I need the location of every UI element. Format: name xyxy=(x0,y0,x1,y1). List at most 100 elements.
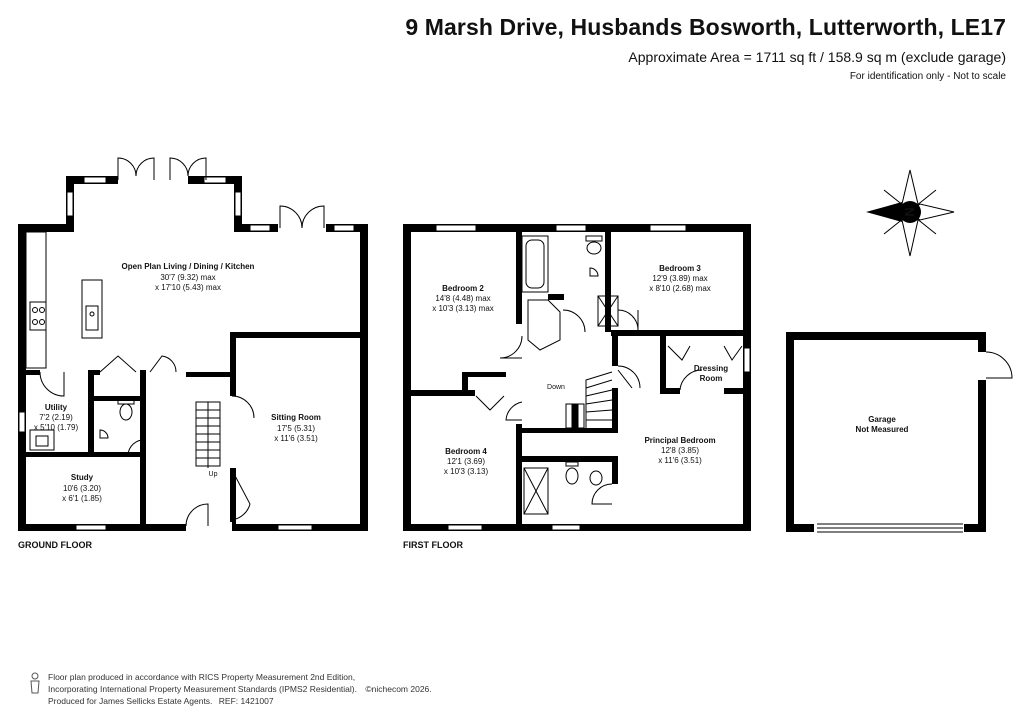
bedroom3-dim2: x 8'10 (2.68) max xyxy=(649,284,711,293)
compass: N xyxy=(866,169,955,257)
garden-door-2 xyxy=(301,205,325,229)
study-window xyxy=(75,524,107,531)
bed3-door xyxy=(617,309,639,331)
first-stairs-label: Down xyxy=(547,384,565,391)
dressing-west-wall xyxy=(660,336,666,394)
ensuite-door xyxy=(591,483,613,505)
dressing-line1: Dressing xyxy=(694,364,728,373)
sitting-room-north-wall xyxy=(230,332,368,338)
footer-ref: REF: 1421007 xyxy=(218,696,274,706)
stair-north-wall xyxy=(186,372,230,377)
footer-copyright: ©nichecom 2026. xyxy=(365,684,432,694)
study-door xyxy=(127,439,147,457)
footer-line3: Produced for James Sellicks Estate Agent… xyxy=(48,696,213,706)
bed2-window xyxy=(435,224,477,232)
garage-south-wall-east xyxy=(964,524,986,532)
bay-door-left-2 xyxy=(135,157,155,180)
utility-window xyxy=(18,411,26,433)
sitting-room-dim2: x 11'6 (3.51) xyxy=(274,434,318,443)
garage-labels: Garage Not Measured xyxy=(856,415,909,434)
ensuite-window xyxy=(551,524,581,531)
garage-line2: Not Measured xyxy=(856,425,909,434)
bedroom4-dim1: 12'1 (3.69) xyxy=(447,457,485,466)
kitchen-window xyxy=(249,224,271,232)
bedroom3-name: Bedroom 3 xyxy=(659,264,701,273)
sitting-room-name: Sitting Room xyxy=(271,413,321,422)
dressing-south-wall-west xyxy=(660,388,680,394)
bedroom2-dim2: x 10'3 (3.13) max xyxy=(432,304,494,313)
washing-machine-icon xyxy=(29,429,55,451)
windows xyxy=(18,176,751,531)
kitchen-window-2 xyxy=(333,224,355,232)
bed2-door xyxy=(499,335,523,359)
utility-dim2: x 5'10 (1.79) xyxy=(34,423,79,432)
cloakroom-fittings xyxy=(29,399,135,451)
study-north-wall xyxy=(18,452,146,457)
bed4-window xyxy=(447,524,483,531)
utility-north-wall xyxy=(18,370,40,375)
front-door-1 xyxy=(185,503,209,527)
first-west-wall xyxy=(403,224,411,531)
bed4-door xyxy=(505,401,523,421)
kitchen-island xyxy=(81,279,103,339)
sitting-door xyxy=(231,469,251,521)
footer-line1: Floor plan produced in accordance with R… xyxy=(48,672,356,682)
bed3-south-wall xyxy=(611,330,751,336)
footer-line2: Incorporating International Property Mea… xyxy=(48,684,357,694)
bathroom-fittings xyxy=(521,235,619,515)
bay-window-2 xyxy=(203,176,227,184)
dressing-south-wall-east xyxy=(724,388,751,394)
hall-door-1 xyxy=(99,355,137,373)
study-name: Study xyxy=(71,473,94,482)
garden-door-1 xyxy=(279,205,303,229)
door-swings xyxy=(39,157,1013,533)
sitting-window xyxy=(277,524,313,531)
bed4-east-wall xyxy=(516,424,522,531)
landing-south-wall xyxy=(522,428,618,433)
bed4-cupboard-door xyxy=(475,395,505,411)
footer-line3-row: Produced for James Sellicks Estate Agent… xyxy=(48,695,432,707)
garage-north-wall xyxy=(786,332,986,340)
study-dim2: x 6'1 (1.85) xyxy=(62,494,102,503)
bedroom4-dim2: x 10'3 (3.13) xyxy=(444,467,489,476)
principal-west-wall-upper xyxy=(612,336,618,366)
bed4-cupboard-top xyxy=(462,372,506,377)
open-plan-dim1: 30'7 (9.32) max xyxy=(160,273,215,282)
ensuite-east-wall xyxy=(612,456,618,484)
principal-west-wall-mid xyxy=(612,388,618,430)
sitting-door-2 xyxy=(231,395,255,419)
principal-dim1: 12'8 (3.85) xyxy=(661,446,699,455)
front-door-gap xyxy=(186,522,232,532)
dressing-window xyxy=(743,347,751,373)
garage-south-wall-west xyxy=(786,524,814,532)
first-east-wall xyxy=(743,224,751,531)
ensuite-shower-icon xyxy=(523,467,549,515)
principal-name: Principal Bedroom xyxy=(644,436,715,445)
compass-center xyxy=(899,201,921,223)
cloak-south-wall xyxy=(94,396,140,401)
hob-icon xyxy=(29,301,47,331)
ground-floor-label: GROUND FLOOR xyxy=(18,540,92,550)
first-floor-stairs xyxy=(565,371,613,429)
compass-letter: N xyxy=(902,207,917,216)
kitchen-fittings xyxy=(25,231,103,369)
sitting-room-dim1: 17'5 (5.31) xyxy=(277,424,315,433)
ground-floor-labels: Open Plan Living / Dining / Kitchen 30'7… xyxy=(34,262,321,503)
compass-diagonals xyxy=(883,189,937,235)
first-floor-label: FIRST FLOOR xyxy=(403,540,463,550)
open-plan-dim2: x 17'10 (5.43) max xyxy=(155,283,221,292)
garage-east-wall-lower xyxy=(978,380,986,532)
bath-door xyxy=(562,309,586,333)
hall-door-2 xyxy=(149,355,177,373)
shower-icon-bed3 xyxy=(597,295,619,327)
bay-door-right-2 xyxy=(187,157,207,180)
garage-side-door xyxy=(985,351,1013,379)
bed3-window xyxy=(649,224,687,232)
airing-top xyxy=(548,294,564,300)
plan-title: 9 Marsh Drive, Husbands Bosworth, Lutter… xyxy=(405,14,1006,40)
footer-line2-row: Incorporating International Property Mea… xyxy=(48,683,432,695)
ground-east-wall xyxy=(360,224,368,531)
airing-cupboard xyxy=(527,299,561,351)
footer: Floor plan produced in accordance with R… xyxy=(48,671,432,707)
